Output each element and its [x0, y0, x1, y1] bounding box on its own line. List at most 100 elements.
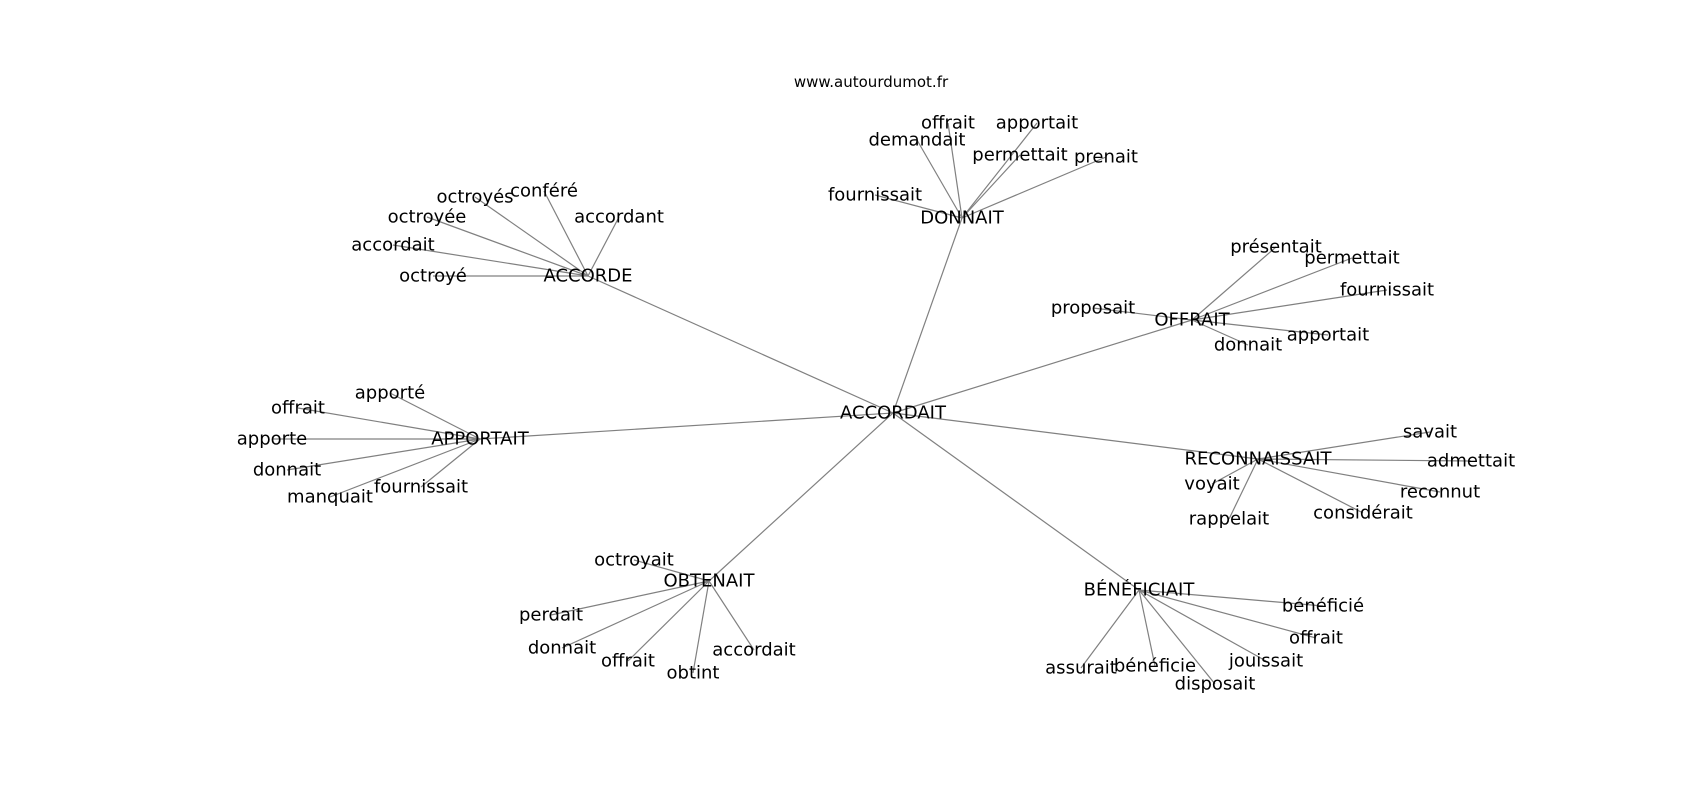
leaf-node-label: octroyé	[399, 266, 467, 287]
leaf-node-label: demandait	[869, 130, 966, 151]
edge-hub-to-leaf	[1092, 307, 1193, 321]
leaf-node-label: octroyait	[594, 550, 674, 571]
edge-hub-to-leaf	[561, 580, 710, 649]
edge-hub-to-leaf	[1191, 319, 1329, 336]
leaf-node-label: admettait	[1427, 451, 1515, 472]
leaf-node-label: offrait	[1289, 628, 1343, 649]
edge-hub-to-leaf	[961, 154, 1021, 219]
edge-hub-to-leaf	[426, 216, 589, 277]
edge-hub-to-leaf	[1191, 257, 1353, 321]
leaf-node-label: disposait	[1175, 674, 1256, 695]
leaf-node-label: jouissait	[1228, 651, 1303, 672]
edge-hub-to-leaf	[392, 244, 589, 277]
edge-hub-to-leaf	[474, 196, 589, 277]
leaf-node-label: permettait	[1304, 248, 1399, 269]
leaf-node-label: donnait	[528, 638, 596, 659]
edge-hub-to-leaf	[692, 580, 710, 674]
center-node-label: ACCORDAIT	[840, 403, 947, 424]
leaf-node-label: apporte	[237, 429, 307, 450]
edge-hub-to-leaf	[1257, 458, 1441, 493]
leaf-node-label: voyait	[1184, 474, 1239, 495]
labels-layer: ACCORDAIT DONNAIT offrait apportait demandai…	[237, 113, 1515, 695]
leaf-node-label: manquait	[287, 487, 373, 508]
edge-hub-to-leaf	[961, 122, 1038, 219]
edge-hub-to-leaf	[633, 559, 710, 582]
edge-hub-to-leaf	[1228, 458, 1259, 520]
edge-hub-to-leaf	[1191, 246, 1277, 321]
edge-hub-to-leaf	[389, 392, 481, 440]
site-label: www.autourdumot.fr	[794, 73, 949, 91]
edge-hub-to-leaf	[1257, 431, 1431, 460]
leaf-node-label: apporté	[355, 383, 425, 404]
leaf-node-label: bénéficié	[1282, 596, 1364, 617]
leaf-node-label: obtint	[667, 663, 720, 684]
leaf-node-label: bénéficie	[1114, 656, 1196, 677]
edge-hub-to-leaf	[587, 216, 620, 277]
edge-center-to-hub	[892, 217, 963, 414]
edge-hub-to-leaf	[543, 190, 589, 277]
edge-hub-to-leaf	[550, 580, 710, 616]
leaf-node-label: fournissait	[828, 185, 922, 206]
leaf-node-label: donnait	[1214, 335, 1282, 356]
edge-hub-to-leaf	[961, 156, 1107, 219]
hub-node-label: ACCORDE	[543, 266, 632, 287]
edge-hub-to-leaf	[286, 438, 481, 471]
edge-hub-to-leaf	[1211, 458, 1259, 485]
leaf-node-label: proposait	[1051, 298, 1135, 319]
leaf-node-label: offrait	[921, 113, 975, 134]
leaf-node-label: rappelait	[1189, 509, 1269, 530]
hub-node-label: RECONNAISSAIT	[1185, 449, 1333, 470]
leaf-node-label: reconnut	[1400, 482, 1480, 503]
leaf-node-label: offrait	[601, 651, 655, 672]
edge-hub-to-leaf	[420, 438, 481, 488]
hub-node-label: APPORTAIT	[431, 429, 530, 450]
edge-hub-to-leaf	[1138, 589, 1216, 685]
leaf-node-label: apportait	[1287, 325, 1369, 346]
leaf-node-label: accordait	[712, 640, 795, 661]
edge-hub-to-leaf	[1257, 458, 1364, 514]
edge-center-to-hub	[479, 412, 894, 440]
edge-center-to-hub	[587, 275, 894, 414]
edge-hub-to-leaf	[1138, 589, 1317, 639]
leaf-node-label: accordait	[351, 235, 434, 256]
edge-hub-to-leaf	[1138, 589, 1267, 662]
hub-node-label: OFFRAIT	[1154, 310, 1230, 331]
hub-node-label: OBTENAIT	[664, 571, 756, 592]
leaf-node-label: conféré	[510, 181, 578, 202]
edge-hub-to-leaf	[1138, 589, 1156, 667]
leaf-node-label: considérait	[1313, 503, 1413, 524]
edge-hub-to-leaf	[1138, 589, 1324, 607]
edge-hub-to-leaf	[1257, 458, 1472, 462]
leaf-node-label: permettait	[972, 145, 1067, 166]
leaf-node-label: accordant	[574, 207, 664, 228]
edge-hub-to-leaf	[708, 580, 755, 651]
edge-hub-to-leaf	[1191, 319, 1249, 346]
leaf-node-label: assurait	[1045, 658, 1117, 679]
leaf-node-label: octroyés	[436, 187, 513, 208]
edge-hub-to-leaf	[916, 139, 963, 219]
edge-hub-to-leaf	[329, 438, 481, 498]
edge-center-to-hub	[892, 319, 1193, 414]
leaf-node-label: savait	[1403, 422, 1457, 443]
leaf-node-label: fournissait	[1340, 280, 1434, 301]
edge-hub-to-leaf	[1080, 589, 1140, 669]
edge-hub-to-leaf	[297, 407, 481, 440]
edge-hub-to-leaf	[874, 194, 963, 219]
leaf-node-label: prenait	[1074, 147, 1138, 168]
edge-hub-to-leaf	[1191, 289, 1388, 321]
leaf-node-label: donnait	[253, 460, 321, 481]
hub-node-label: DONNAIT	[920, 208, 1005, 229]
leaf-node-label: apportait	[996, 113, 1078, 134]
edge-hub-to-leaf	[947, 122, 963, 219]
edge-center-to-hub	[708, 412, 894, 582]
edge-hub-to-leaf	[627, 580, 710, 662]
hub-node-label: BÉNÉFICIAIT	[1084, 579, 1196, 601]
leaf-node-label: offrait	[271, 398, 325, 419]
leaf-node-label: octroyée	[388, 207, 467, 228]
leaf-node-label: fournissait	[374, 477, 468, 498]
edge-center-to-hub	[892, 412, 1259, 460]
edges-layer	[272, 122, 1472, 685]
leaf-node-label: perdait	[519, 605, 583, 626]
edge-center-to-hub	[892, 412, 1140, 591]
